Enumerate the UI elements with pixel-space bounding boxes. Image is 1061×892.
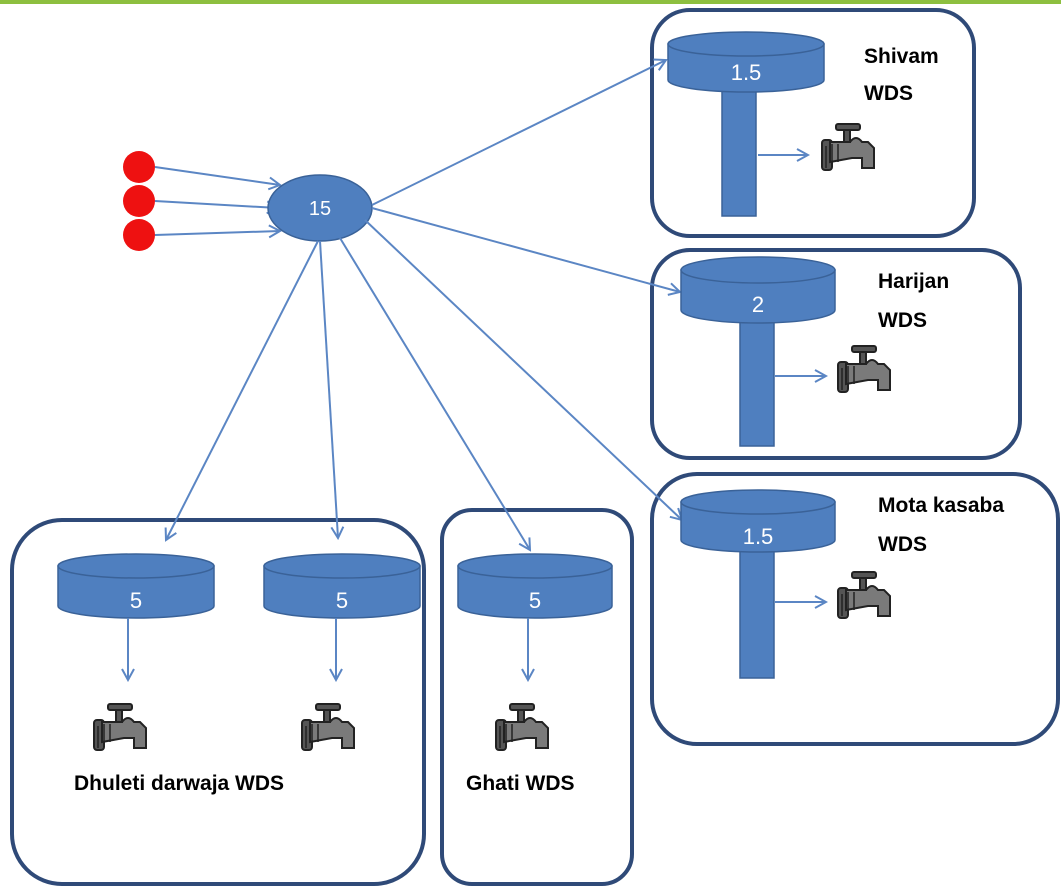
source-arrow-2 — [154, 200, 278, 208]
mota-kasaba-label-line1: Mota kasaba — [878, 494, 1004, 517]
mota-kasaba-tank — [680, 489, 836, 679]
source-arrow-1 — [154, 166, 280, 185]
ghati-tank — [457, 553, 613, 619]
arrow-to-ghati — [339, 237, 530, 550]
source-point-3 — [123, 219, 155, 251]
source-point-2 — [123, 185, 155, 217]
ghati-label: Ghati WDS — [466, 772, 575, 795]
source-arrow-3 — [154, 231, 280, 235]
dhuleti-label: Dhuleti darwaja WDS — [74, 772, 284, 795]
arrow-to-dhuleti-tank-2 — [319, 240, 338, 538]
hub-label: 15 — [309, 198, 331, 220]
arrow-to-mota-kasaba — [364, 219, 682, 520]
harijan-label-line1: Harijan — [878, 270, 949, 293]
dhuleti-tank-2-label: 5 — [336, 588, 348, 613]
ghati-tank-label: 5 — [529, 588, 541, 613]
shivam-label-line1: Shivam — [864, 45, 939, 68]
shivam-tank — [667, 31, 825, 217]
dhuleti-tank-1-label: 5 — [130, 588, 142, 613]
mota-kasaba-tank-label: 1.5 — [743, 524, 774, 549]
shivam-label-line2: WDS — [864, 82, 913, 105]
top-rule — [0, 0, 1061, 4]
source-point-1 — [123, 151, 155, 183]
harijan-label-line2: WDS — [878, 309, 927, 332]
arrow-to-shivam — [371, 60, 666, 206]
shivam-tank-label: 1.5 — [731, 60, 762, 85]
arrow-to-dhuleti-tank-1 — [166, 240, 319, 540]
mota-kasaba-label-line2: WDS — [878, 533, 927, 556]
arrow-to-harijan — [371, 207, 680, 292]
dhuleti-tank-1 — [57, 553, 215, 619]
dhuleti-tank-2 — [263, 553, 421, 619]
harijan-tank — [680, 256, 836, 447]
harijan-tank-label: 2 — [752, 292, 764, 317]
